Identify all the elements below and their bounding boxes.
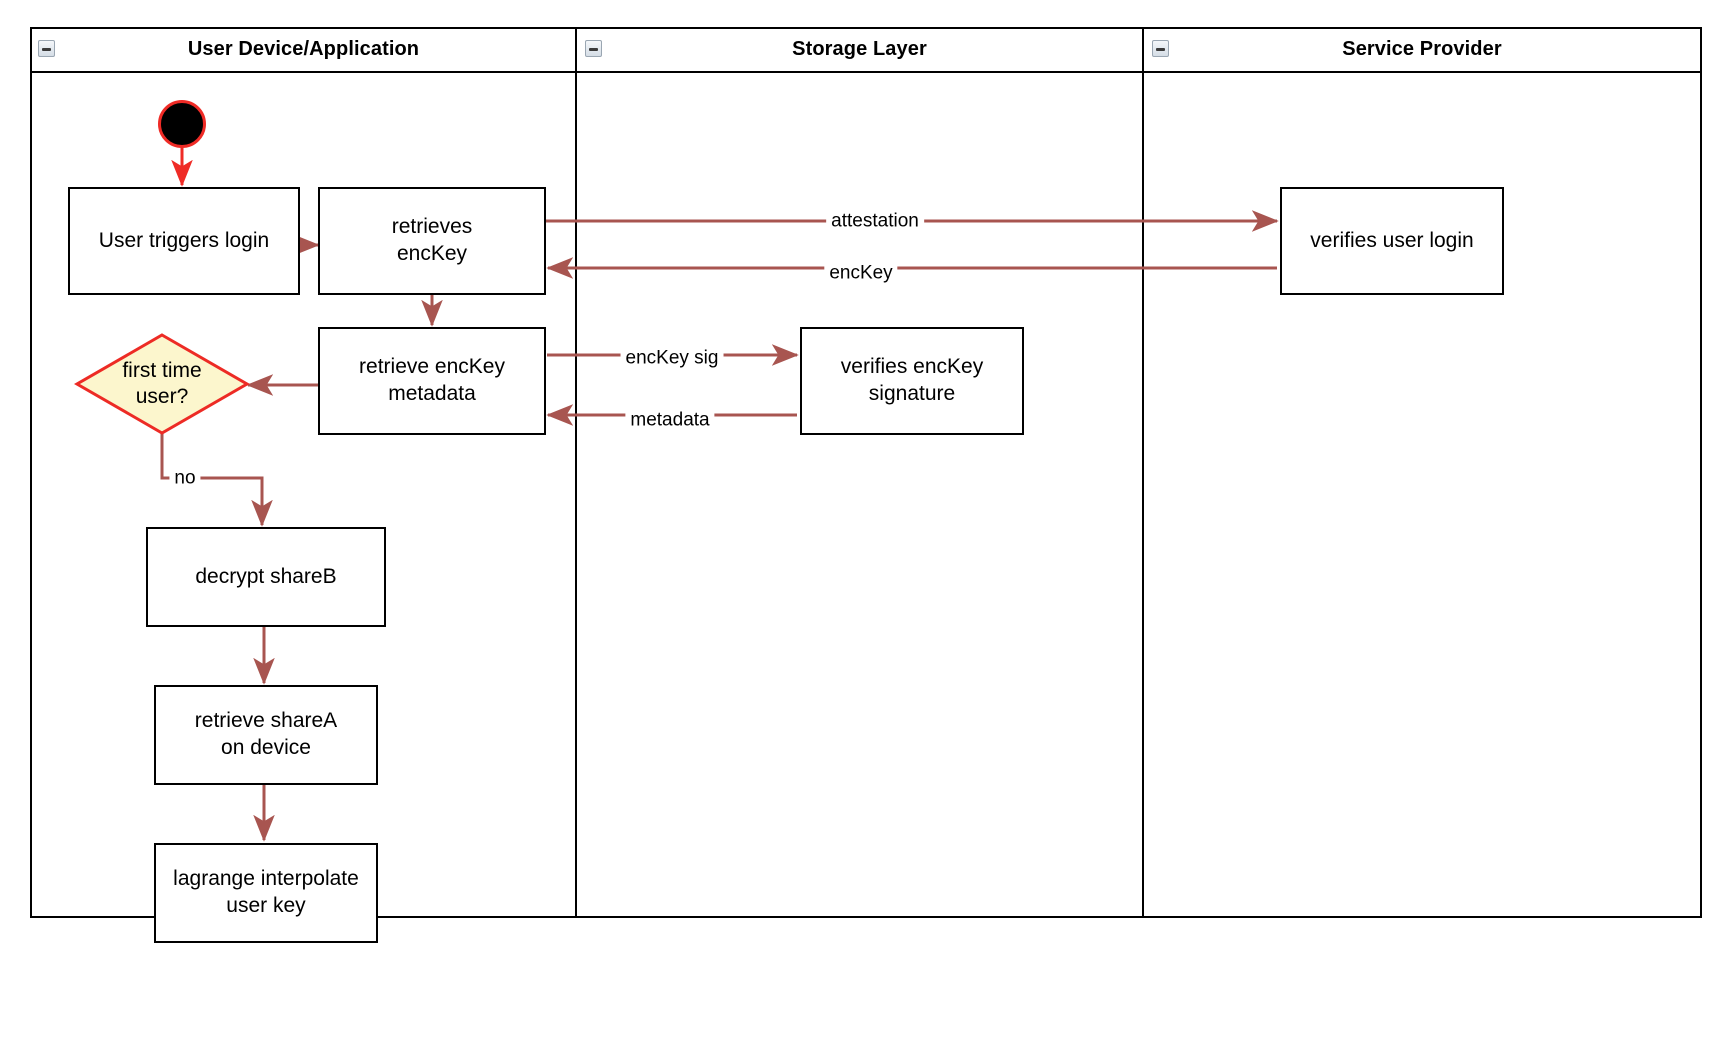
swimlane-divider-2 xyxy=(1142,27,1144,918)
node-retrieve-sharea-on-device[interactable]: retrieve shareA on device xyxy=(154,685,378,785)
collapse-minus-icon[interactable] xyxy=(585,40,602,57)
edge-label-attestation: attestation xyxy=(826,211,924,231)
edge-label-metadata: metadata xyxy=(625,410,715,430)
collapse-minus-icon[interactable] xyxy=(1152,40,1169,57)
node-decrypt-shareb[interactable]: decrypt shareB xyxy=(146,527,386,627)
edge-label-no: no xyxy=(169,468,201,488)
swimlane-header-divider xyxy=(30,71,1702,73)
decision-label: first time user? xyxy=(122,358,202,408)
node-first-time-user-decision[interactable]: first time user? xyxy=(74,332,250,436)
lane-title-storage-layer: Storage Layer xyxy=(792,38,927,60)
lane-title-user-device: User Device/Application xyxy=(187,38,420,60)
node-verifies-enckey-signature[interactable]: verifies encKey signature xyxy=(800,327,1024,435)
swimlane-divider-1 xyxy=(575,27,577,918)
node-retrieves-enckey[interactable]: retrieves encKey xyxy=(318,187,546,295)
start-node[interactable] xyxy=(158,100,206,148)
node-retrieve-enckey-metadata[interactable]: retrieve encKey metadata xyxy=(318,327,546,435)
node-user-triggers-login[interactable]: User triggers login xyxy=(68,187,300,295)
node-verifies-user-login[interactable]: verifies user login xyxy=(1280,187,1504,295)
edge-label-enckey: encKey xyxy=(824,263,898,283)
edge-label-enckey-sig: encKey sig xyxy=(620,348,724,368)
lane-title-service-provider: Service Provider xyxy=(1342,38,1502,60)
collapse-minus-icon[interactable] xyxy=(38,40,55,57)
node-lagrange-interpolate-user-key[interactable]: lagrange interpolate user key xyxy=(154,843,378,943)
